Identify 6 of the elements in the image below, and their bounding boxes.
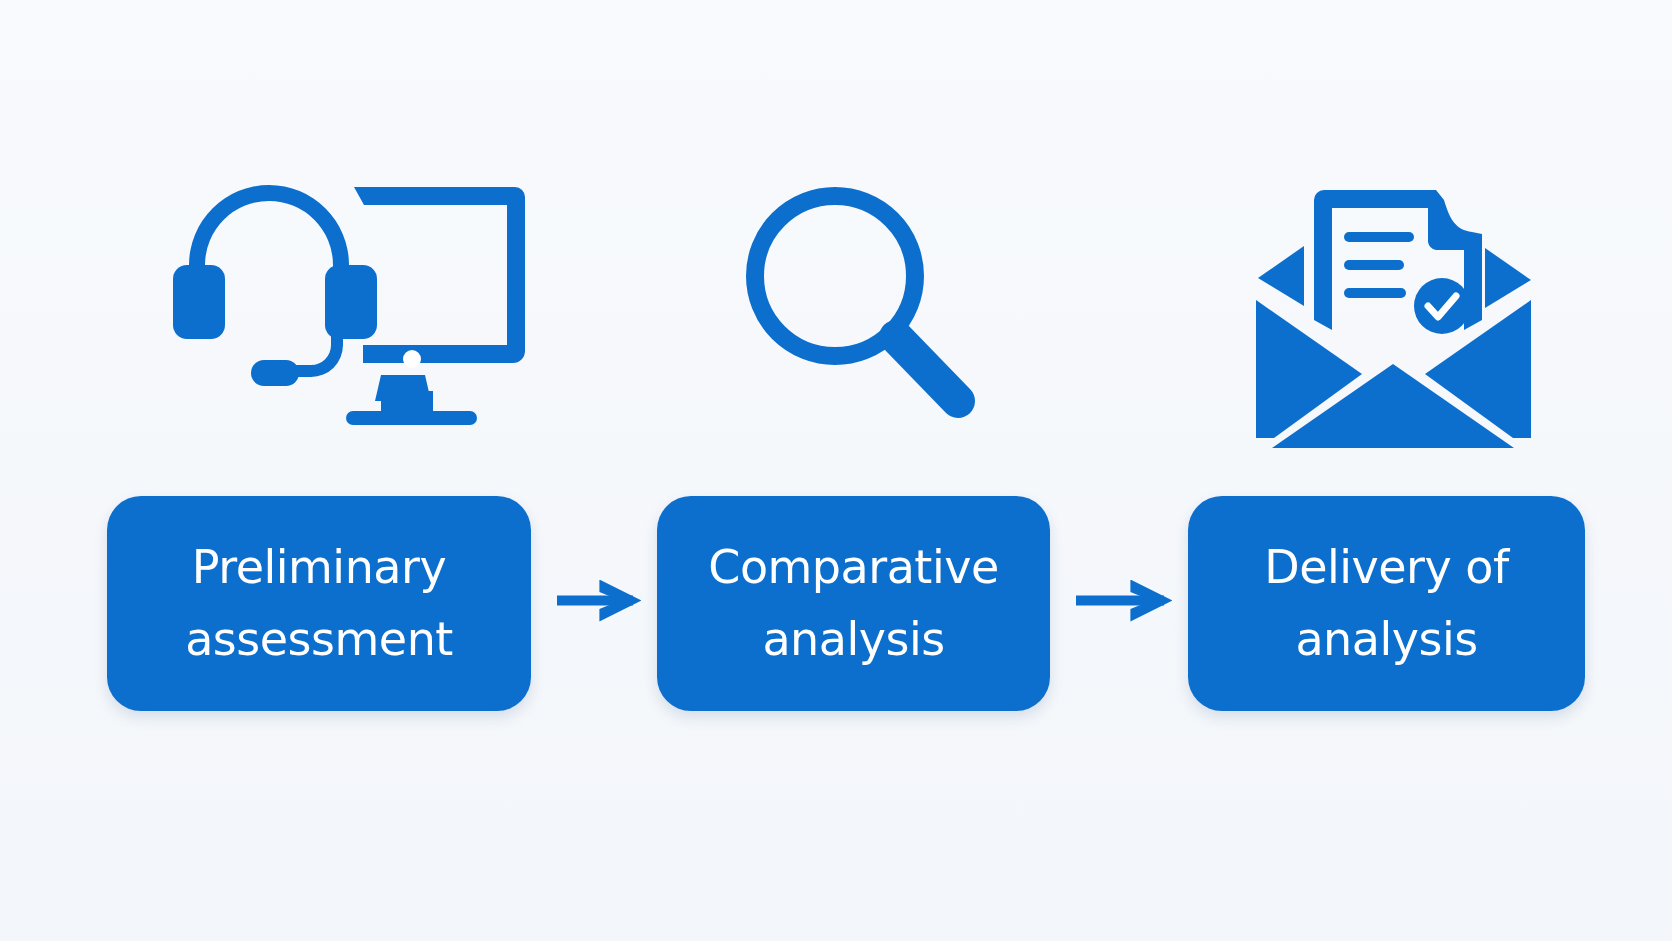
process-box [107, 496, 531, 711]
box-label: Delivery of analysis [1263, 539, 1511, 668]
box-label: Preliminary assessment [184, 539, 454, 668]
process-box [1188, 496, 1585, 711]
box-label: Comparative analysis [707, 539, 1000, 668]
process-box [657, 496, 1050, 711]
